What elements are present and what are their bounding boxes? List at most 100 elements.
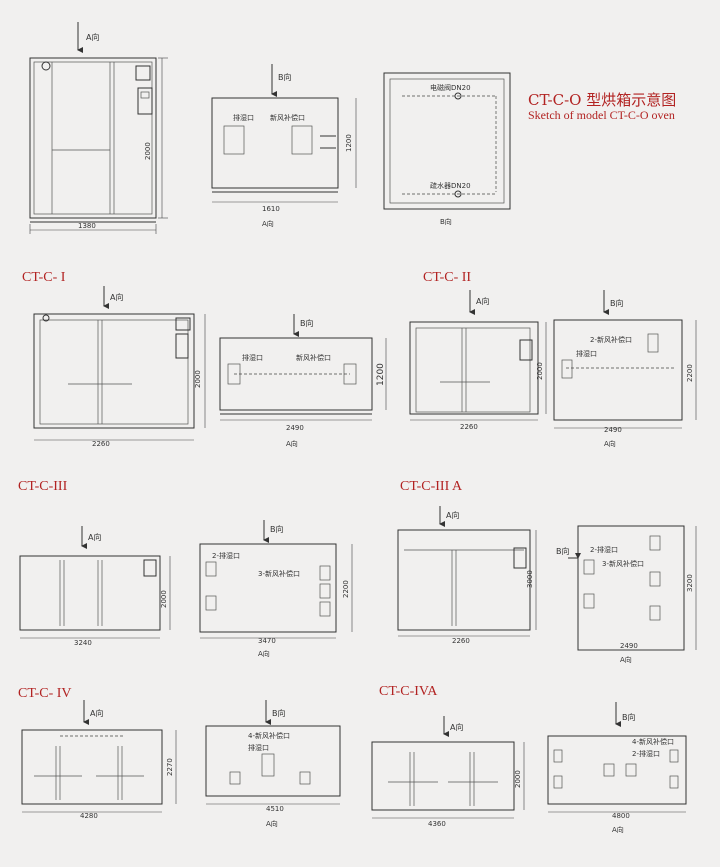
oven-body (29, 57, 157, 219)
control-panel (175, 333, 189, 359)
dim-width: 4360 (428, 820, 446, 828)
drain-valve-label: 疏水器DN20 (430, 181, 471, 190)
a-view-label: A向 (266, 819, 278, 828)
dim-height: 3200 (686, 574, 694, 592)
dim-width: 1610 (262, 205, 280, 213)
ct-c-ii-front-view: A向 2260 2000 (409, 290, 547, 431)
dim-height: 2000 (194, 370, 202, 388)
dim-height: 2270 (166, 758, 174, 776)
fresh-air-label: 2-新风补偿口 (590, 335, 632, 344)
exhaust-label: 2-排湿口 (632, 749, 660, 758)
dim-width: 2260 (460, 423, 478, 431)
oven-side-body (211, 97, 339, 189)
ct-c-iv-side-view: B向 4-新风补偿口 排湿口 4510 A向 (205, 700, 341, 828)
fresh-air-port (649, 571, 661, 587)
fresh-air-port (319, 601, 331, 617)
ct-c-o-front-view: A向 1380 2000 (29, 22, 168, 234)
dim-width: 4280 (80, 812, 98, 820)
ct-c-o-top-view: 电磁阀DN20 疏水器DN20 B向 (383, 72, 511, 226)
oven-side-body (199, 543, 337, 633)
fresh-air-port (291, 125, 313, 155)
diagram-subtitle: Sketch of model CT-C-O oven (528, 108, 675, 122)
a-direction-label: A向 (90, 708, 103, 718)
fan-housing (175, 317, 191, 331)
fresh-air-port (669, 749, 679, 763)
a-view-label: A向 (262, 219, 274, 228)
dim-height: 2200 (342, 580, 350, 598)
valve-icon (454, 190, 462, 198)
dim-width: 4800 (612, 812, 630, 820)
ct-c-iiia-side-view: B向 2-排湿口 3-新风补偿口 2490 A向 3200 (556, 525, 697, 664)
dim-width: 2490 (604, 426, 622, 434)
oven-body (409, 321, 539, 415)
vent-icon (42, 314, 50, 322)
fresh-air-port (649, 605, 661, 621)
oven-body (21, 729, 163, 805)
exhaust-port (205, 561, 217, 577)
dim-width: 2260 (92, 440, 110, 448)
a-direction-label: A向 (110, 292, 123, 302)
fresh-air-label: 4-新风补偿口 (632, 737, 674, 746)
model-label-ct-c-iii: CT-C-III (18, 479, 68, 494)
ct-c-o-side-view: B向 排湿口 新风补偿口 1610 A向 1200 (211, 64, 357, 228)
a-view-label: A向 (604, 439, 616, 448)
fan-housing (135, 65, 151, 81)
oven-side-body (219, 337, 373, 411)
b-view-label: B向 (440, 217, 452, 226)
dim-width: 2490 (286, 424, 304, 432)
exhaust-label: 2-排湿口 (212, 551, 240, 560)
exhaust-port (223, 125, 245, 155)
b-view-label: B向 (556, 546, 570, 556)
exhaust-port (261, 753, 275, 777)
dim-width: 2260 (452, 637, 470, 645)
control-panel (137, 87, 153, 115)
fresh-air-port (553, 749, 563, 763)
oven-side-body (547, 735, 687, 805)
a-direction-label: A向 (86, 32, 99, 42)
vent-icon (41, 61, 51, 71)
oven-body (397, 529, 531, 631)
model-label-ct-c-iva: CT-C-IVA (379, 684, 438, 699)
oven-body (33, 313, 195, 429)
exhaust-port (625, 763, 637, 777)
exhaust-label: 排湿口 (248, 743, 269, 752)
fresh-air-port (647, 333, 659, 353)
exhaust-label: 排湿口 (576, 349, 597, 358)
dim-height: 1200 (376, 363, 386, 386)
exhaust-label: 排湿口 (233, 113, 254, 122)
a-direction-label: A向 (446, 510, 459, 520)
exhaust-port (205, 595, 217, 611)
diagram-title: CT-C-O 型烘箱示意图 (528, 91, 677, 109)
fresh-air-port (669, 775, 679, 789)
dim-height: 2000 (144, 142, 152, 160)
model-label-ct-c-i: CT-C- I (22, 270, 66, 285)
exhaust-port (561, 359, 573, 379)
model-label-ct-c-iiia: CT-C-III A (400, 479, 463, 494)
fresh-air-label: 3-新风补偿口 (258, 569, 300, 578)
ct-c-iiia-front-view: A向 2260 3000 (397, 506, 537, 645)
fresh-air-port (229, 771, 241, 785)
control-panel (519, 339, 533, 361)
fresh-air-label: 3-新风补偿口 (602, 559, 644, 568)
exhaust-port (583, 559, 595, 575)
b-direction-label: B向 (278, 72, 292, 82)
b-direction-label: B向 (610, 298, 624, 308)
control-panel (513, 547, 527, 569)
fresh-air-label: 新风补偿口 (296, 353, 331, 362)
dim-height: 2000 (514, 770, 522, 788)
ct-c-iii-side-view: B向 2-排湿口 3-新风补偿口 3470 A向 2200 (199, 520, 353, 658)
ct-c-iv-front-view: A向 4280 2270 (21, 700, 177, 820)
dim-width: 2490 (620, 642, 638, 650)
oven-top-body (383, 72, 511, 210)
a-direction-label: A向 (450, 722, 463, 732)
exhaust-label: 排湿口 (242, 353, 263, 362)
valve-icon (454, 92, 462, 100)
dim-height: 3000 (526, 570, 534, 588)
oven-body (19, 555, 161, 631)
dim-height: 2000 (160, 590, 168, 608)
a-direction-label: A向 (88, 532, 101, 542)
model-label-ct-c-ii: CT-C- II (423, 270, 472, 285)
dim-height: 1200 (345, 134, 353, 152)
a-view-label: A向 (286, 439, 298, 448)
fresh-air-port (319, 583, 331, 599)
